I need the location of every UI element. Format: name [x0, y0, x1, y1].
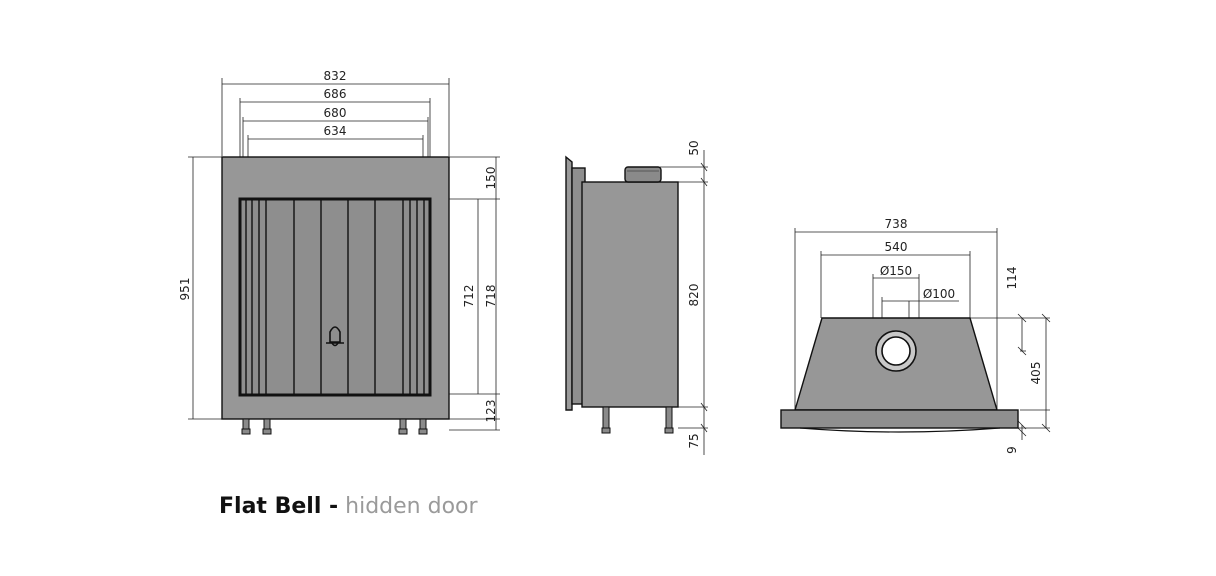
flue-diameter-150: Ø150 — [880, 264, 912, 278]
front-height-718: 718 — [484, 285, 498, 308]
front-door — [238, 197, 432, 397]
side-view-dimension-lines — [660, 150, 708, 455]
side-flue-collar — [624, 166, 662, 183]
side-height-75: 75 — [687, 433, 701, 448]
front-height-123: 123 — [484, 400, 498, 423]
caption-subtitle: hidden door — [345, 494, 478, 519]
top-view: 738 540 Ø150 Ø100 114 405 9 — [780, 217, 1051, 454]
top-base-9: 9 — [1005, 446, 1019, 454]
flue-diameter-100: Ø100 — [923, 287, 955, 301]
side-body — [581, 181, 679, 408]
front-view: 832 686 680 634 951 150 712 718 123 — [178, 69, 500, 435]
side-legs — [601, 406, 674, 434]
front-width-680: 680 — [324, 106, 347, 120]
front-height-150: 150 — [484, 167, 498, 190]
front-width-832: 832 — [324, 69, 347, 83]
side-height-50: 50 — [687, 140, 701, 155]
front-view-dimension-lines — [188, 78, 500, 431]
top-width-540: 540 — [885, 240, 908, 254]
front-width-634: 634 — [324, 124, 347, 138]
side-view: 50 820 75 — [565, 140, 708, 455]
front-height-951: 951 — [178, 278, 192, 301]
top-base-plate — [780, 409, 1019, 429]
caption: Flat Bell - hidden door — [219, 494, 478, 519]
top-height-114: 114 — [1005, 267, 1019, 290]
side-height-820: 820 — [687, 284, 701, 307]
front-width-686: 686 — [324, 87, 347, 101]
top-width-738: 738 — [885, 217, 908, 231]
top-depth-405: 405 — [1029, 362, 1043, 385]
top-view-dimension-lines — [794, 228, 1051, 440]
flue-inner-circle — [881, 336, 911, 366]
door-vertical-bands — [245, 200, 425, 394]
caption-model: Flat Bell - — [219, 494, 339, 519]
bell-handle-icon — [326, 326, 344, 347]
front-legs — [241, 418, 428, 435]
front-height-712: 712 — [462, 285, 476, 308]
side-front-plate — [565, 155, 573, 411]
